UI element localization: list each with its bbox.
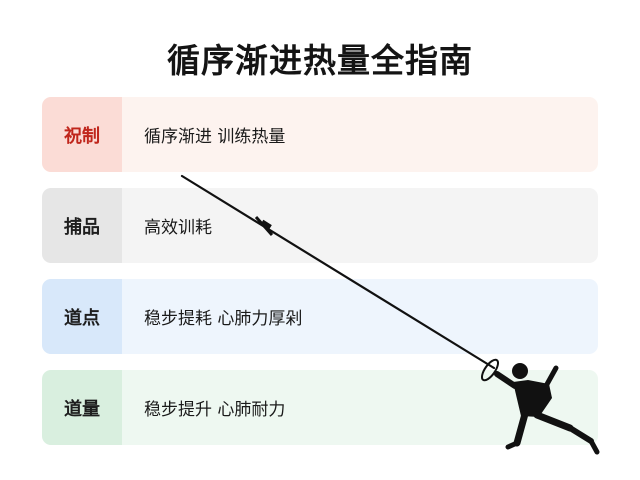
fencer-figure-icon: [494, 363, 600, 455]
guide-row-1: 祝制 循序渐进 训练热量: [42, 97, 598, 172]
row-label: 道量: [42, 370, 122, 445]
row-text: 循序渐进 训练热量: [122, 97, 598, 172]
row-text: 稳步提耗 心肺力厚剁: [122, 279, 598, 354]
row-label: 道点: [42, 279, 122, 354]
guide-row-3: 道点 稳步提耗 心肺力厚剁: [42, 279, 598, 354]
row-text: 高效训耗: [122, 188, 598, 263]
fencing-sword-icon: [180, 174, 500, 382]
row-label: 祝制: [42, 97, 122, 172]
row-label: 捕品: [42, 188, 122, 263]
guide-row-2: 捕品 高效训耗: [42, 188, 598, 263]
page-title: 循序渐进热量全指南: [167, 41, 473, 80]
